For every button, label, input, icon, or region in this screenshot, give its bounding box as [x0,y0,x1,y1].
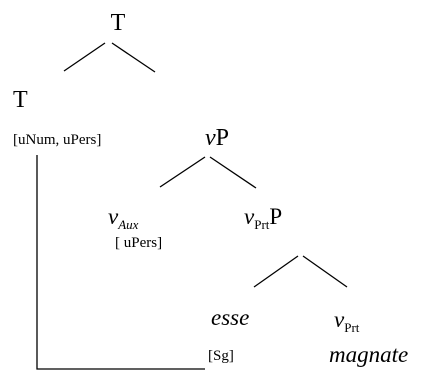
vprt-label: vPrt [334,307,360,335]
branch-vprtp-left [253,255,299,288]
vprt-sub: Prt [344,320,360,335]
vp-label: vP [205,125,229,151]
esse-features: [Sg] [208,348,234,364]
magnate-label: magnate [329,342,408,367]
branch-vp-left [159,156,206,188]
branch-root-left [63,42,106,72]
vaux-features: [ uPers] [115,235,162,251]
vaux-sub: Aux [117,217,138,232]
vprtp-sub: Prt [254,217,270,232]
branch-root-right [111,42,156,73]
vprt-v: v [334,307,345,332]
vp-v: v [205,125,216,151]
root-t-label: T [111,10,126,36]
branch-vprtp-right [302,255,348,288]
vprtp-v: v [244,204,255,229]
vprtp-p: P [269,204,282,229]
vaux-label: vAux [108,204,139,232]
vp-p: P [216,125,229,151]
vaux-v: v [108,204,119,229]
t-head-label: T [13,87,28,113]
esse-label: esse [211,305,249,330]
agree-path-line [36,155,205,370]
t-features: [uNum, uPers] [13,132,101,148]
vprtp-label: vPrtP [244,204,282,232]
branch-vp-right [209,156,257,189]
